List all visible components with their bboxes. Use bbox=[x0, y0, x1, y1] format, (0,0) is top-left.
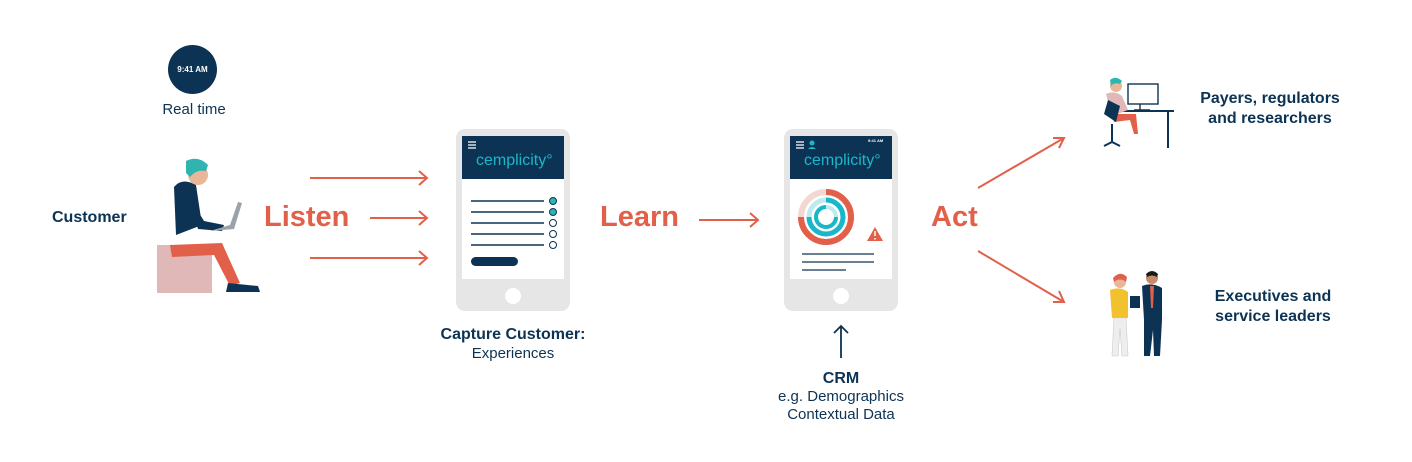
phone-capture: cemplicity° bbox=[456, 129, 570, 311]
customer-illustration bbox=[157, 158, 260, 293]
crm-line2: Contextual Data bbox=[787, 406, 895, 423]
listen-arrows bbox=[310, 170, 429, 266]
crm-line1: e.g. Demographics bbox=[778, 388, 904, 405]
crm-arrow bbox=[833, 324, 849, 358]
exec-label-line1: Executives and bbox=[1214, 288, 1332, 305]
payers-label-line1: Payers, regulators bbox=[1200, 90, 1340, 107]
payers-label-line2: and researchers bbox=[1208, 110, 1332, 127]
phone2-status-time: 9:41 AM bbox=[868, 138, 884, 143]
capture-title: Capture Customer: bbox=[440, 326, 586, 343]
phone1-brand: cemplicity° bbox=[476, 152, 553, 169]
exec-label-line2: service leaders bbox=[1215, 308, 1331, 325]
listen-arrow-bottom bbox=[310, 250, 429, 266]
stage-listen: Listen bbox=[264, 201, 350, 233]
listen-arrow-top bbox=[310, 170, 429, 186]
phone2-brand: cemplicity° bbox=[804, 152, 881, 169]
crm-title: CRM bbox=[822, 370, 860, 387]
real-time-label: Real time bbox=[162, 101, 226, 118]
listen-arrow-middle bbox=[370, 210, 429, 226]
clock-time: 9:41 AM bbox=[177, 65, 208, 74]
act-arrows bbox=[977, 137, 1066, 303]
clock-badge: 9:41 AM bbox=[168, 45, 217, 94]
act-arrow-down bbox=[977, 250, 1066, 303]
customer-label: Customer bbox=[52, 209, 127, 226]
capture-subtitle: Experiences bbox=[471, 345, 555, 362]
team-illustration bbox=[1110, 271, 1162, 357]
desk-worker-illustration bbox=[1103, 77, 1174, 148]
stage-learn: Learn bbox=[600, 201, 679, 233]
act-arrow-up bbox=[977, 137, 1066, 189]
phone-learn: 9:41 AM cemplicity° bbox=[784, 129, 898, 311]
stage-act: Act bbox=[931, 201, 978, 233]
learn-arrow bbox=[699, 212, 760, 228]
